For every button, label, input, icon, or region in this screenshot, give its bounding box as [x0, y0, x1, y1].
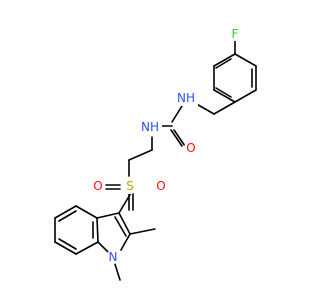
bond	[129, 228, 156, 235]
bond	[170, 129, 183, 147]
sulfur-label: S	[126, 179, 134, 193]
bond	[96, 217, 99, 243]
indole-nitrogen-atom: N	[106, 250, 120, 264]
amine-nh-label: NH	[177, 91, 195, 105]
bond	[213, 89, 236, 103]
chemical-structure: F NH O NH S O O N	[54, 27, 257, 281]
bond	[234, 89, 257, 103]
bond	[114, 216, 127, 237]
bond	[120, 233, 131, 251]
bond	[173, 129, 186, 147]
bond	[113, 260, 121, 281]
bond	[213, 101, 236, 115]
sulfonyl-oxygen-left-atom: O	[91, 179, 105, 193]
bond	[215, 87, 232, 98]
amine-nh-atom-ethyl: NH	[140, 120, 162, 135]
fluorine-label: F	[232, 27, 239, 41]
bond	[171, 105, 183, 123]
bond	[58, 210, 77, 222]
bond	[213, 53, 236, 67]
bond	[75, 205, 98, 219]
bond	[58, 238, 77, 250]
bond	[54, 241, 77, 255]
indole-nitrogen-label: N	[109, 250, 118, 264]
carbonyl-oxygen-label: O	[186, 141, 195, 155]
bonds	[54, 39, 257, 281]
sulfonyl-oxygen-label: O	[93, 179, 102, 193]
bond	[118, 192, 132, 214]
bond	[234, 53, 257, 67]
sulfonyl-oxygen-label: O	[156, 179, 165, 193]
amine-nh-atom-benzyl: NH	[176, 91, 198, 106]
atom-labels: F NH O NH S O O N	[91, 27, 242, 264]
fluorine-atom: F	[228, 27, 242, 41]
sulfur-atom: S	[122, 178, 138, 194]
amine-nh-label: NH	[141, 120, 159, 134]
bond	[215, 58, 232, 69]
bond	[54, 205, 77, 219]
carbonyl-oxygen-atom: O	[184, 141, 198, 155]
sulfonyl-oxygen-right-atom: O	[154, 179, 168, 193]
bond	[118, 212, 131, 235]
bond	[75, 241, 99, 255]
bond	[96, 212, 120, 219]
bond	[128, 149, 153, 161]
